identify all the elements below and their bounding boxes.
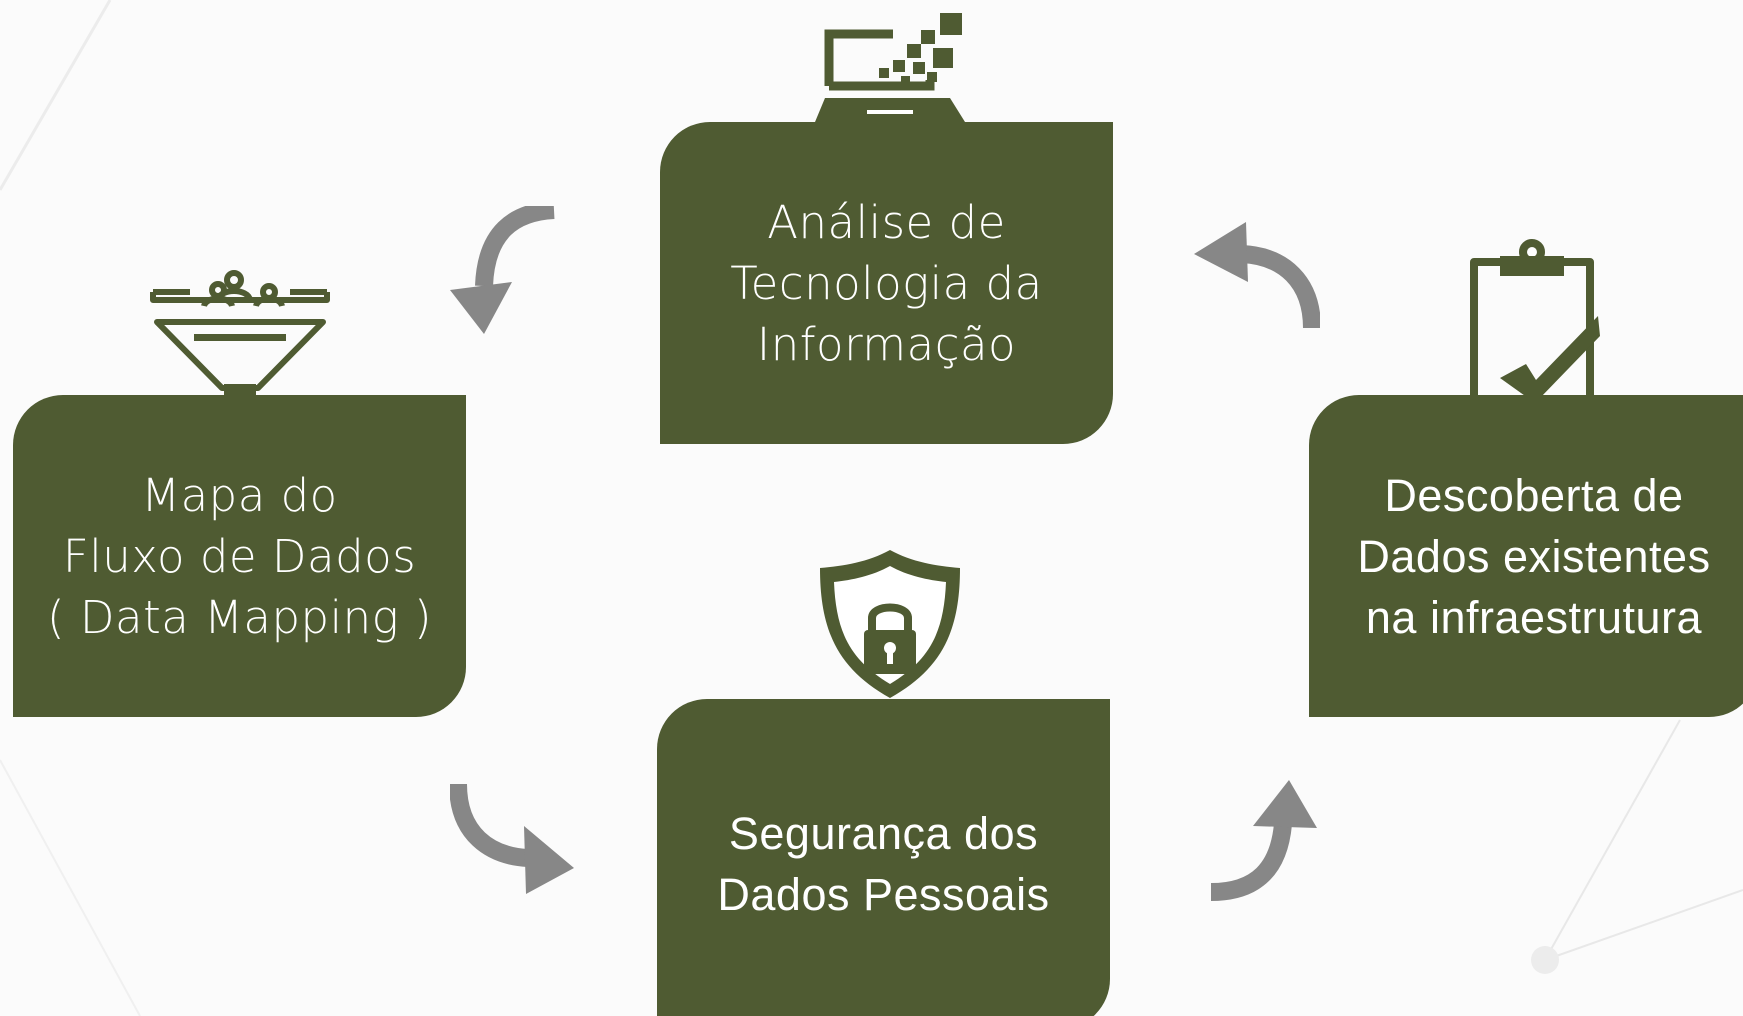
box-descoberta-dados-label: Descoberta de Dados existentes na infrae… [1357, 465, 1710, 648]
clipboard-check-icon [1470, 239, 1600, 398]
box-mapa-fluxo-line-1: Mapa do [141, 468, 338, 522]
box-seguranca-dados-line-2: Dados Pessoais [717, 869, 1050, 920]
box-seguranca-dados: Segurança dos Dados Pessoais [657, 699, 1110, 1016]
laptop-pixels-icon [815, 13, 965, 122]
box-mapa-fluxo-label: Mapa do Fluxo de Dados ( Data Mapping ) [47, 465, 432, 648]
box-seguranca-dados-label: Segurança dos Dados Pessoais [717, 803, 1049, 925]
arrow-descoberta-to-analise [1194, 222, 1320, 329]
box-descoberta-dados-line-3: na infraestrutura [1365, 591, 1703, 643]
arrow-seguranca-to-descoberta [1210, 780, 1317, 901]
arrow-mapa-to-seguranca [450, 784, 574, 894]
box-analise-ti-line-3: Informação [756, 317, 1017, 371]
box-seguranca-dados-line-1: Segurança dos [728, 808, 1039, 859]
box-analise-ti-label: Análise de Tecnologia da Informação [730, 192, 1042, 375]
box-descoberta-dados-line-1: Descoberta de [1384, 469, 1684, 521]
funnel-people-icon [150, 270, 330, 398]
box-descoberta-dados: Descoberta de Dados existentes na infrae… [1309, 395, 1743, 717]
arrow-analise-to-mapa [450, 206, 555, 334]
box-mapa-fluxo-line-3: ( Data Mapping ) [46, 590, 433, 644]
box-mapa-fluxo: Mapa do Fluxo de Dados ( Data Mapping ) [13, 395, 466, 717]
box-analise-ti: Análise de Tecnologia da Informação [660, 122, 1113, 444]
box-analise-ti-line-1: Análise de [767, 195, 1006, 249]
box-analise-ti-line-2: Tecnologia da [730, 256, 1043, 310]
shield-lock-icon [820, 550, 960, 698]
box-mapa-fluxo-line-2: Fluxo de Dados [62, 529, 417, 583]
box-descoberta-dados-line-2: Dados existentes [1357, 530, 1711, 582]
